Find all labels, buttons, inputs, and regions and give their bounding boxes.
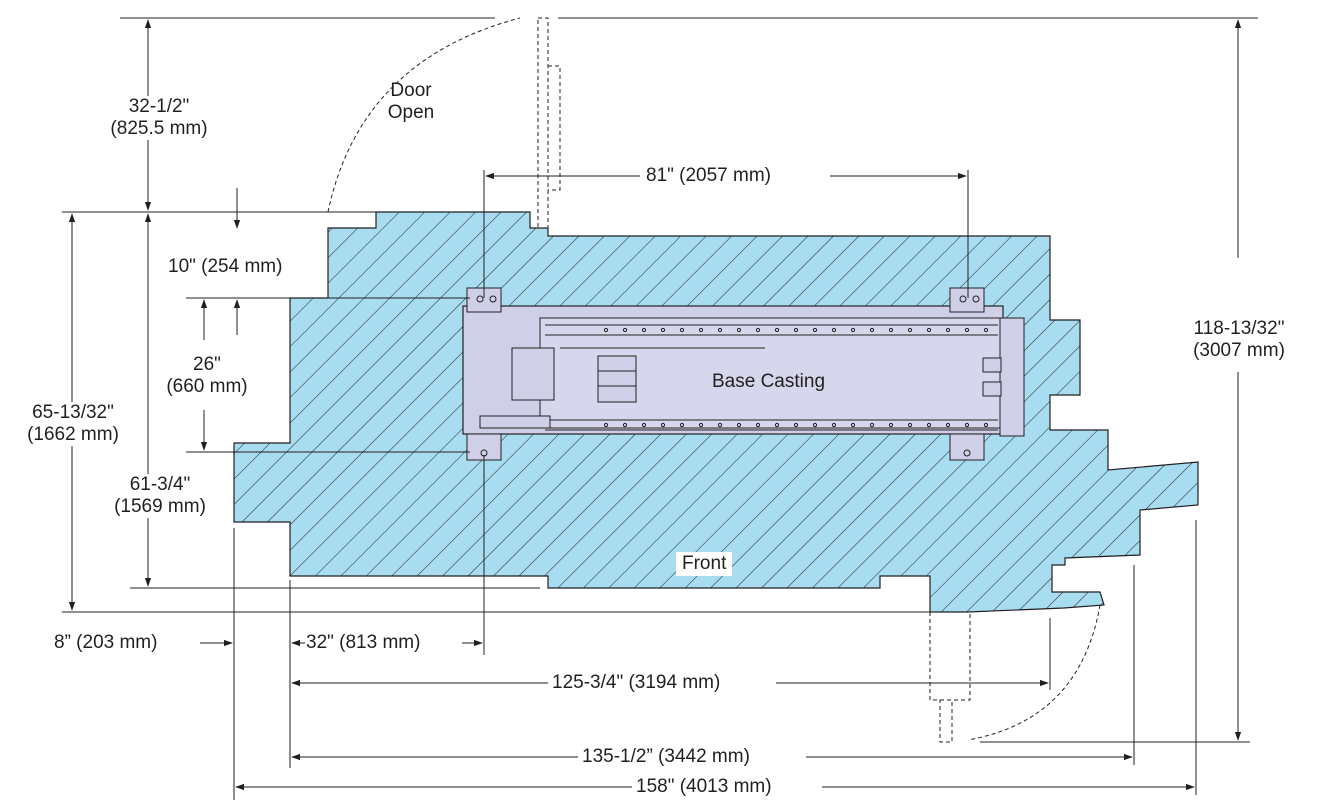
bolt-hole (774, 327, 780, 333)
dim-26-line1: 26" (193, 354, 221, 375)
bolt-hole (622, 422, 628, 428)
dim-125-label: 125-3/4" (3194 mm) (552, 672, 721, 694)
dim-32-5-line1: 32-1/2" (128, 96, 190, 117)
dim-32-5-line2: (825.5 mm) (110, 118, 208, 139)
dim-26-line2: (660 mm) (166, 376, 248, 397)
bolt-hole (717, 327, 723, 333)
bolt-hole (698, 422, 704, 428)
bolt-hole (907, 422, 913, 428)
pad-top-right (949, 287, 985, 313)
bolt-hole (755, 422, 761, 428)
dim-32-5-label: 32-1/2" (825.5 mm) (100, 96, 218, 140)
pad-top-left (466, 287, 502, 313)
bolt-hole (812, 422, 818, 428)
bolt-hole (888, 327, 894, 333)
bolt-hole (926, 327, 932, 333)
dim-61-line2: (1569 mm) (114, 496, 206, 517)
bolt-hole (945, 327, 951, 333)
dim-135-label: 135-1/2” (3442 mm) (582, 746, 750, 768)
bolt-hole (850, 327, 856, 333)
bolt-hole (793, 327, 799, 333)
dim-81-label: 81" (2057 mm) (646, 165, 772, 187)
bolt-hole (945, 422, 951, 428)
dim-65-line2: (1662 mm) (27, 424, 119, 445)
door-open-label: Door Open (380, 80, 442, 124)
dim-26-label: 26" (660 mm) (152, 354, 262, 398)
bolt-hole (660, 422, 666, 428)
bolt-hole (755, 327, 761, 333)
bolt-hole (641, 422, 647, 428)
bolt-hole (964, 422, 970, 428)
bolt-hole (717, 422, 723, 428)
dim-158-label: 158" (4013 mm) (636, 776, 772, 798)
bolt-hole (698, 327, 704, 333)
bolt-hole (736, 327, 742, 333)
pad-bottom-right (949, 433, 985, 461)
bolt-hole (983, 327, 989, 333)
bolt-hole (679, 422, 685, 428)
bolt-hole (964, 327, 970, 333)
bolt-hole (660, 327, 666, 333)
dim-65-label: 65-13/32" (1662 mm) (18, 402, 128, 446)
door-top (327, 17, 561, 229)
door-open-line1: Door (390, 80, 432, 101)
bolt-hole (907, 327, 913, 333)
bolt-hole (926, 422, 932, 428)
dim-32-label: 32" (813 mm) (306, 632, 421, 654)
dim-118-label: 118-13/32" (3007 mm) (1176, 318, 1302, 362)
bolt-hole (774, 422, 780, 428)
bolt-hole (869, 327, 875, 333)
door-open-line2: Open (387, 102, 435, 123)
bolt-hole (831, 327, 837, 333)
bolt-hole (736, 422, 742, 428)
door-bottom (929, 604, 1101, 743)
dim-118-line2: (3007 mm) (1193, 340, 1285, 361)
bolt-hole (983, 422, 989, 428)
bolt-hole (793, 422, 799, 428)
dim-65-line1: 65-13/32" (32, 402, 114, 423)
dim-118-line1: 118-13/32" (1193, 318, 1285, 339)
dim-61-label: 61-3/4" (1569 mm) (108, 474, 212, 518)
bolt-hole (812, 327, 818, 333)
bolt-hole (603, 327, 609, 333)
bolt-hole (641, 327, 647, 333)
bolt-hole (869, 422, 875, 428)
dim-8-label: 8” (203 mm) (54, 632, 158, 654)
front-label: Front (676, 552, 733, 576)
base-casting-label: Base Casting (712, 371, 826, 392)
bolt-hole (850, 422, 856, 428)
dim-10-label: 10" (254 mm) (168, 256, 283, 277)
bolt-hole (603, 422, 609, 428)
bolt-hole (831, 422, 837, 428)
machine-outline (462, 287, 1025, 461)
dim-61-line1: 61-3/4" (129, 474, 191, 495)
bolt-hole (679, 327, 685, 333)
bolt-hole (888, 422, 894, 428)
bolt-hole (622, 327, 628, 333)
